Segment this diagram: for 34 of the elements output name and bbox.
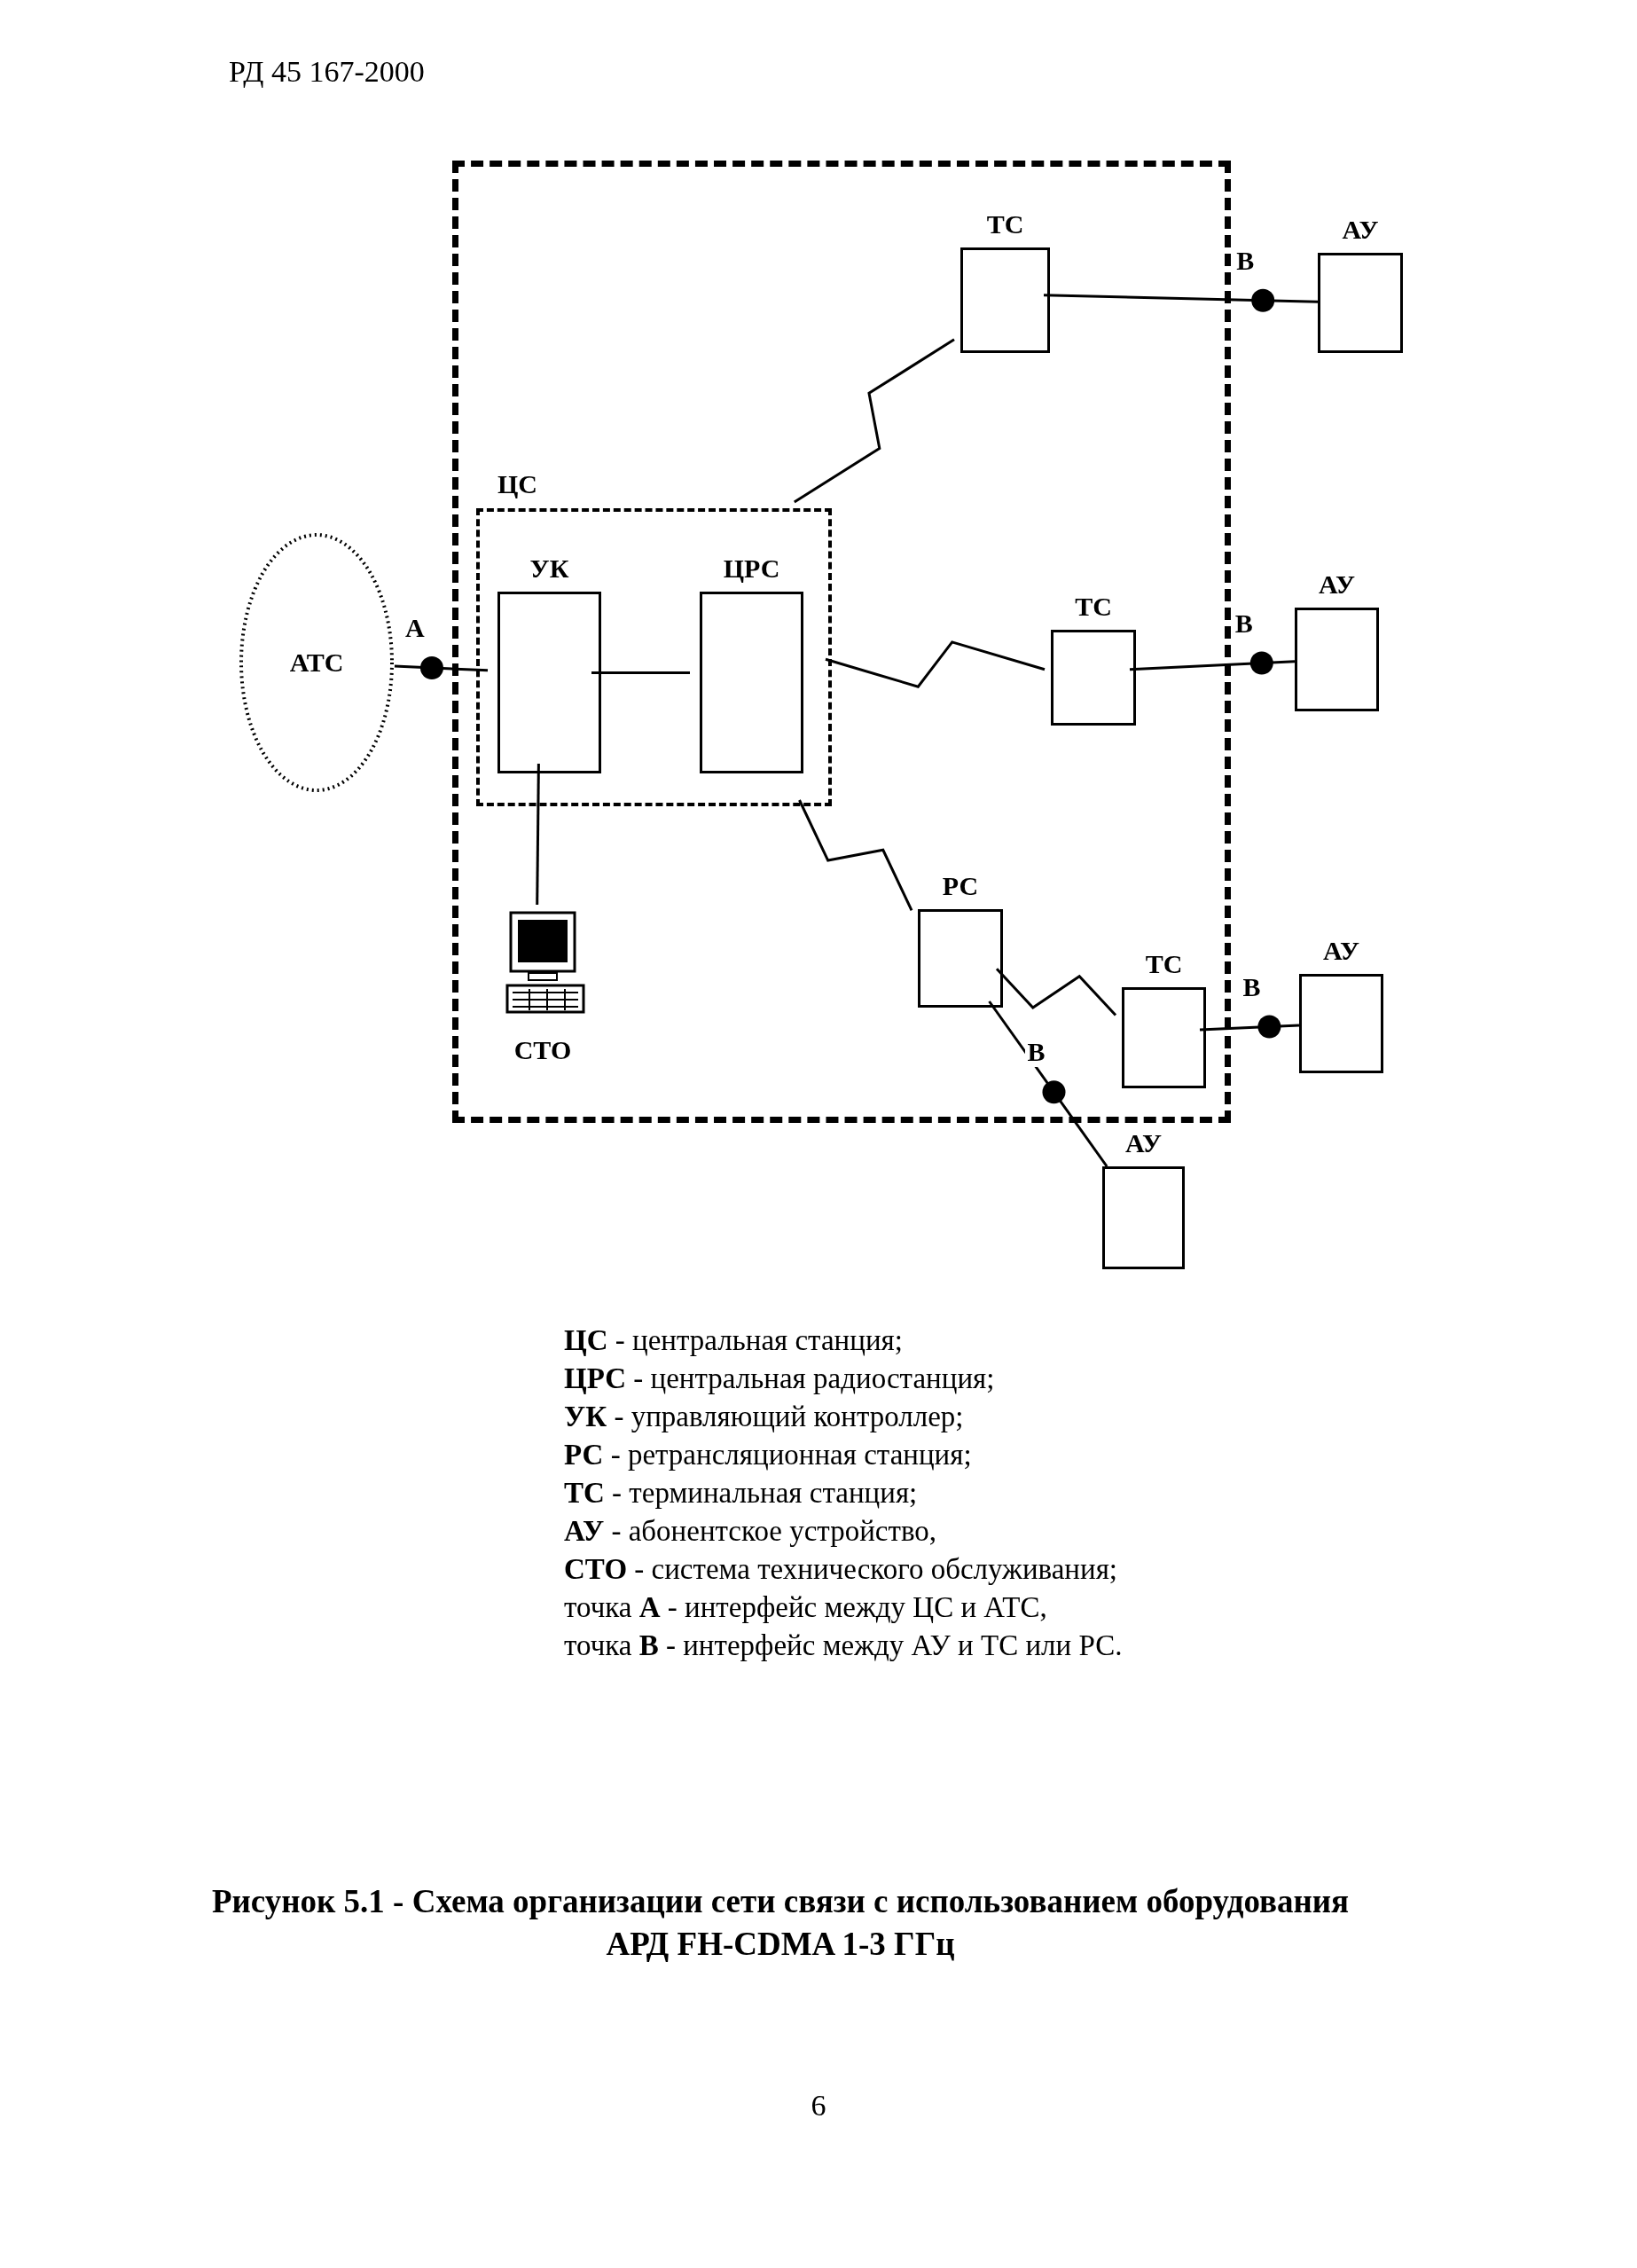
connector-line <box>1043 294 1319 303</box>
box-label: ТС <box>986 209 1024 239</box>
abbreviation-note: РС - ретрансляционная станция; <box>564 1438 973 1472</box>
box-label: АУ <box>1323 936 1359 966</box>
abbreviation-note: СТО - система технического обслуживания; <box>564 1552 1119 1587</box>
abbreviation-note: точка А - интерфейс между ЦС и АТС, <box>564 1590 1048 1625</box>
node-label: СТО <box>513 1035 572 1065</box>
box-label: РС <box>942 871 979 901</box>
box-label: АУ <box>1319 569 1355 600</box>
document-code: РД 45 167-2000 <box>229 55 425 88</box>
box-label: ТС <box>1075 592 1112 622</box>
figure-caption: Рисунок 5.1 - Схема организации сети связи с использованием оборудования АРД FH-CDMA 1-3 ГГц <box>210 1882 1351 1964</box>
radio-link <box>825 640 1046 688</box>
box-label: ЦС <box>497 469 537 499</box>
abbreviation-note: точка В - интерфейс между АУ и ТС или РС. <box>564 1628 1123 1663</box>
abbreviation-note: АУ - абонентское устройство, <box>564 1514 937 1549</box>
box-label: АУ <box>1342 215 1379 245</box>
abbreviation-note: УК - управляющий контроллер; <box>564 1400 965 1434</box>
box-label: ТС <box>1145 949 1183 979</box>
abbreviation-note: ЦРС - центральная радиостанция; <box>564 1362 996 1396</box>
radio-link <box>794 338 955 504</box>
radio-link <box>798 799 913 911</box>
connector-line <box>536 764 540 905</box>
node-label: АТС <box>289 647 344 678</box>
abbreviation-note: ЦС - центральная станция; <box>564 1323 904 1358</box>
abbreviation-note: ТС - терминальная станция; <box>564 1476 919 1511</box>
boundary-box <box>452 161 1231 1123</box>
connector-line <box>591 671 690 674</box>
radio-link <box>995 968 1117 1016</box>
box-label: УК <box>529 553 569 584</box>
page-number: 6 <box>811 2089 826 2122</box>
box-label: АУ <box>1125 1128 1162 1158</box>
box-label: ЦРС <box>723 553 780 584</box>
connector-line <box>1129 660 1296 671</box>
